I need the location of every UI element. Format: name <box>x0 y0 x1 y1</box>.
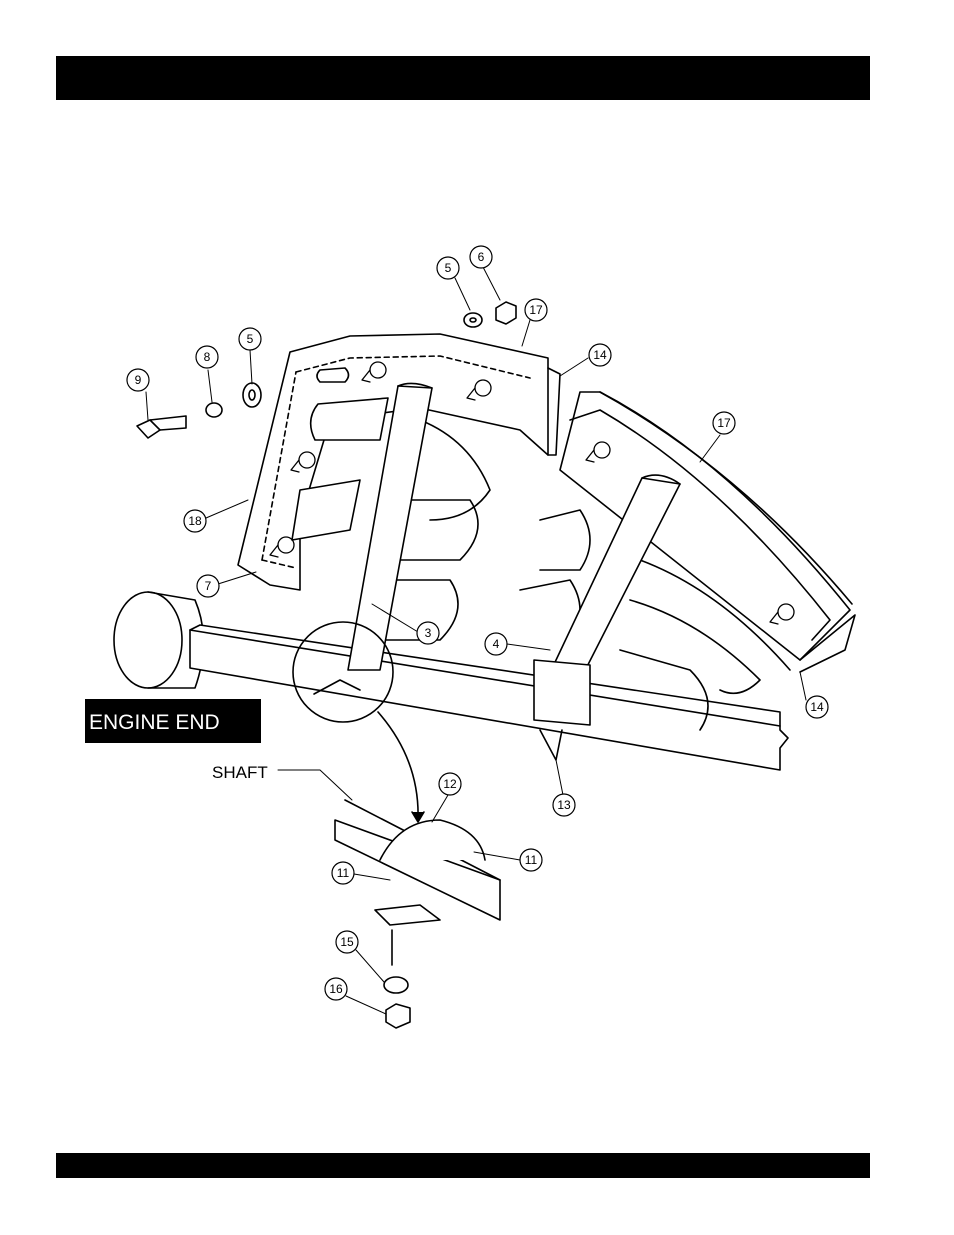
svg-text:16: 16 <box>329 982 343 996</box>
shaft-leader <box>278 770 352 800</box>
callout-4: 4 <box>485 633 507 655</box>
svg-text:5: 5 <box>247 332 254 346</box>
engine-end-label: ENGINE END <box>85 699 261 743</box>
shaft-label: SHAFT <box>212 763 268 782</box>
svg-text:11: 11 <box>525 853 538 867</box>
svg-text:8: 8 <box>204 350 211 364</box>
callout-5b: 5 <box>437 257 459 279</box>
callout-14a: 14 <box>589 344 611 366</box>
svg-text:12: 12 <box>443 777 457 791</box>
svg-text:4: 4 <box>493 637 500 651</box>
svg-text:11: 11 <box>337 866 350 880</box>
svg-text:14: 14 <box>593 348 607 362</box>
callout-7: 7 <box>197 575 219 597</box>
svg-text:7: 7 <box>205 579 212 593</box>
callout-14b: 14 <box>806 696 828 718</box>
svg-text:3: 3 <box>425 626 432 640</box>
right-blade-assembly <box>520 392 855 730</box>
svg-text:9: 9 <box>135 373 142 387</box>
svg-text:15: 15 <box>340 935 354 949</box>
callout-9: 9 <box>127 369 149 391</box>
callout-13: 13 <box>553 794 575 816</box>
svg-text:6: 6 <box>478 250 485 264</box>
callout-17b: 17 <box>713 412 735 434</box>
callout-15: 15 <box>336 931 358 953</box>
callout-18: 18 <box>184 510 206 532</box>
svg-text:17: 17 <box>717 416 731 430</box>
callout-16: 16 <box>325 978 347 1000</box>
callout-5a: 5 <box>239 328 261 350</box>
callout-12: 12 <box>439 773 461 795</box>
detail-arrow <box>378 712 418 820</box>
callout-8: 8 <box>196 346 218 368</box>
svg-text:13: 13 <box>557 798 571 812</box>
callout-3: 3 <box>417 622 439 644</box>
callout-17a: 17 <box>525 299 547 321</box>
callout-11a: 11 <box>520 849 542 871</box>
svg-text:5: 5 <box>445 261 452 275</box>
svg-text:ENGINE END: ENGINE END <box>89 711 220 734</box>
callout-11b: 11 <box>332 862 354 884</box>
callout-6: 6 <box>470 246 492 268</box>
svg-text:14: 14 <box>810 700 824 714</box>
left-blade-assembly <box>238 334 560 670</box>
svg-text:18: 18 <box>188 514 202 528</box>
svg-text:17: 17 <box>529 303 543 317</box>
